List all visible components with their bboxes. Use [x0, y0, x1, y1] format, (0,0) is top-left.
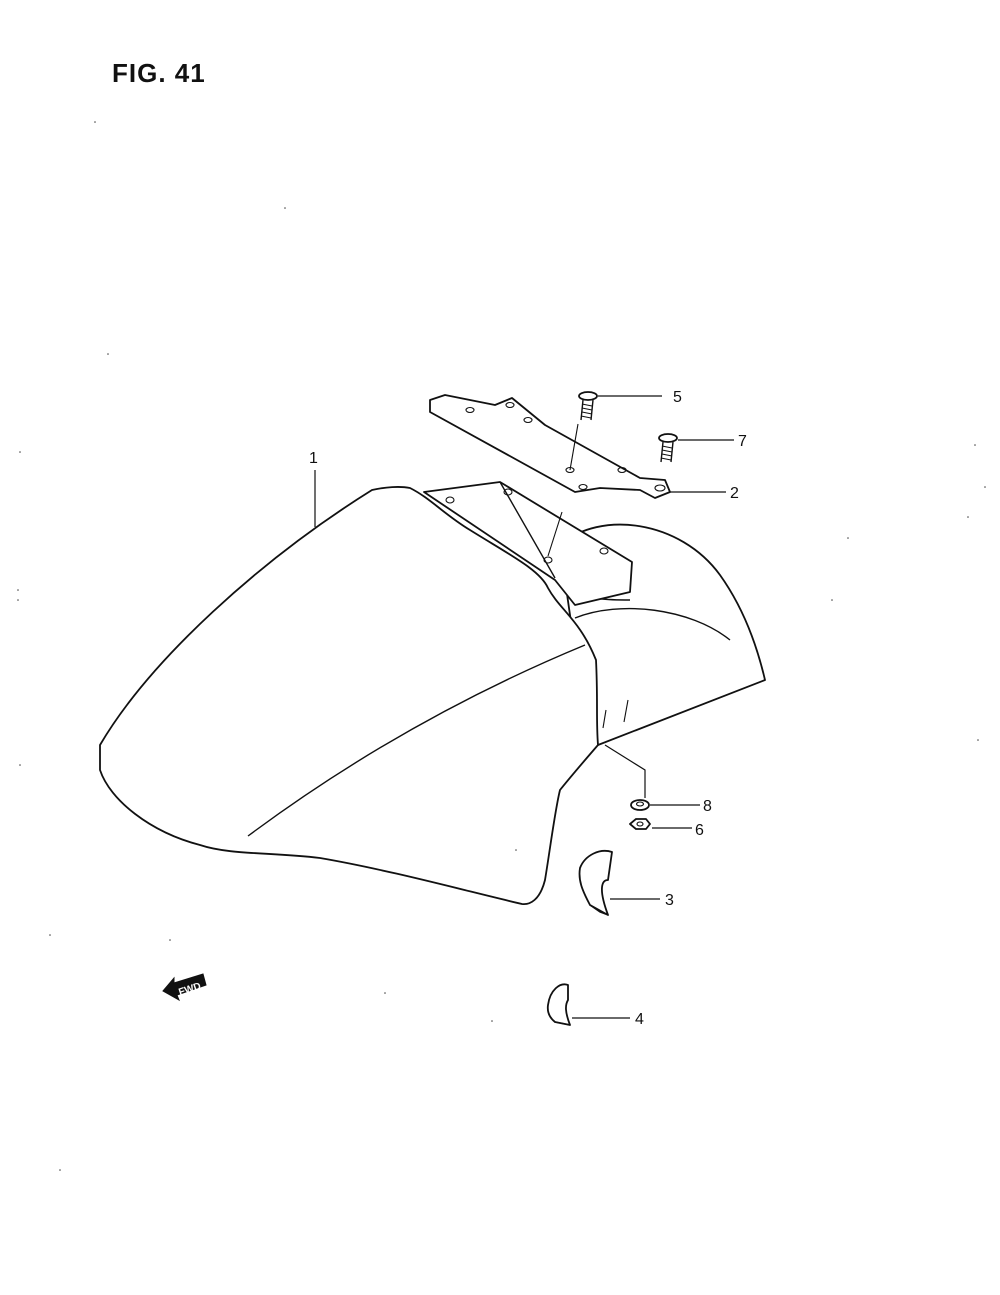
callout-labels: 1 2 3 4 5 6 7 8: [309, 389, 747, 1028]
callout-8: 8: [703, 798, 712, 815]
screw-7: [658, 433, 678, 463]
fwd-arrow-icon: FWD: [162, 973, 207, 1002]
callout-5: 5: [673, 389, 682, 406]
clip-3: [578, 850, 613, 916]
figure-title: FIG. 41: [112, 58, 206, 88]
screw-5: [578, 391, 598, 421]
callout-3: 3: [665, 892, 674, 909]
clip-4: [546, 983, 571, 1026]
callout-7: 7: [738, 433, 747, 450]
front-fender: [99, 481, 766, 905]
leader-lines: [314, 395, 734, 1019]
callout-4: 4: [635, 1011, 644, 1028]
nut-6: [629, 818, 651, 830]
scan-specks: [17, 121, 986, 1171]
callout-6: 6: [695, 822, 704, 839]
bracket-plate: [429, 394, 671, 499]
callout-1: 1: [309, 450, 318, 467]
callout-2: 2: [730, 485, 739, 502]
washer-8: [630, 799, 650, 811]
